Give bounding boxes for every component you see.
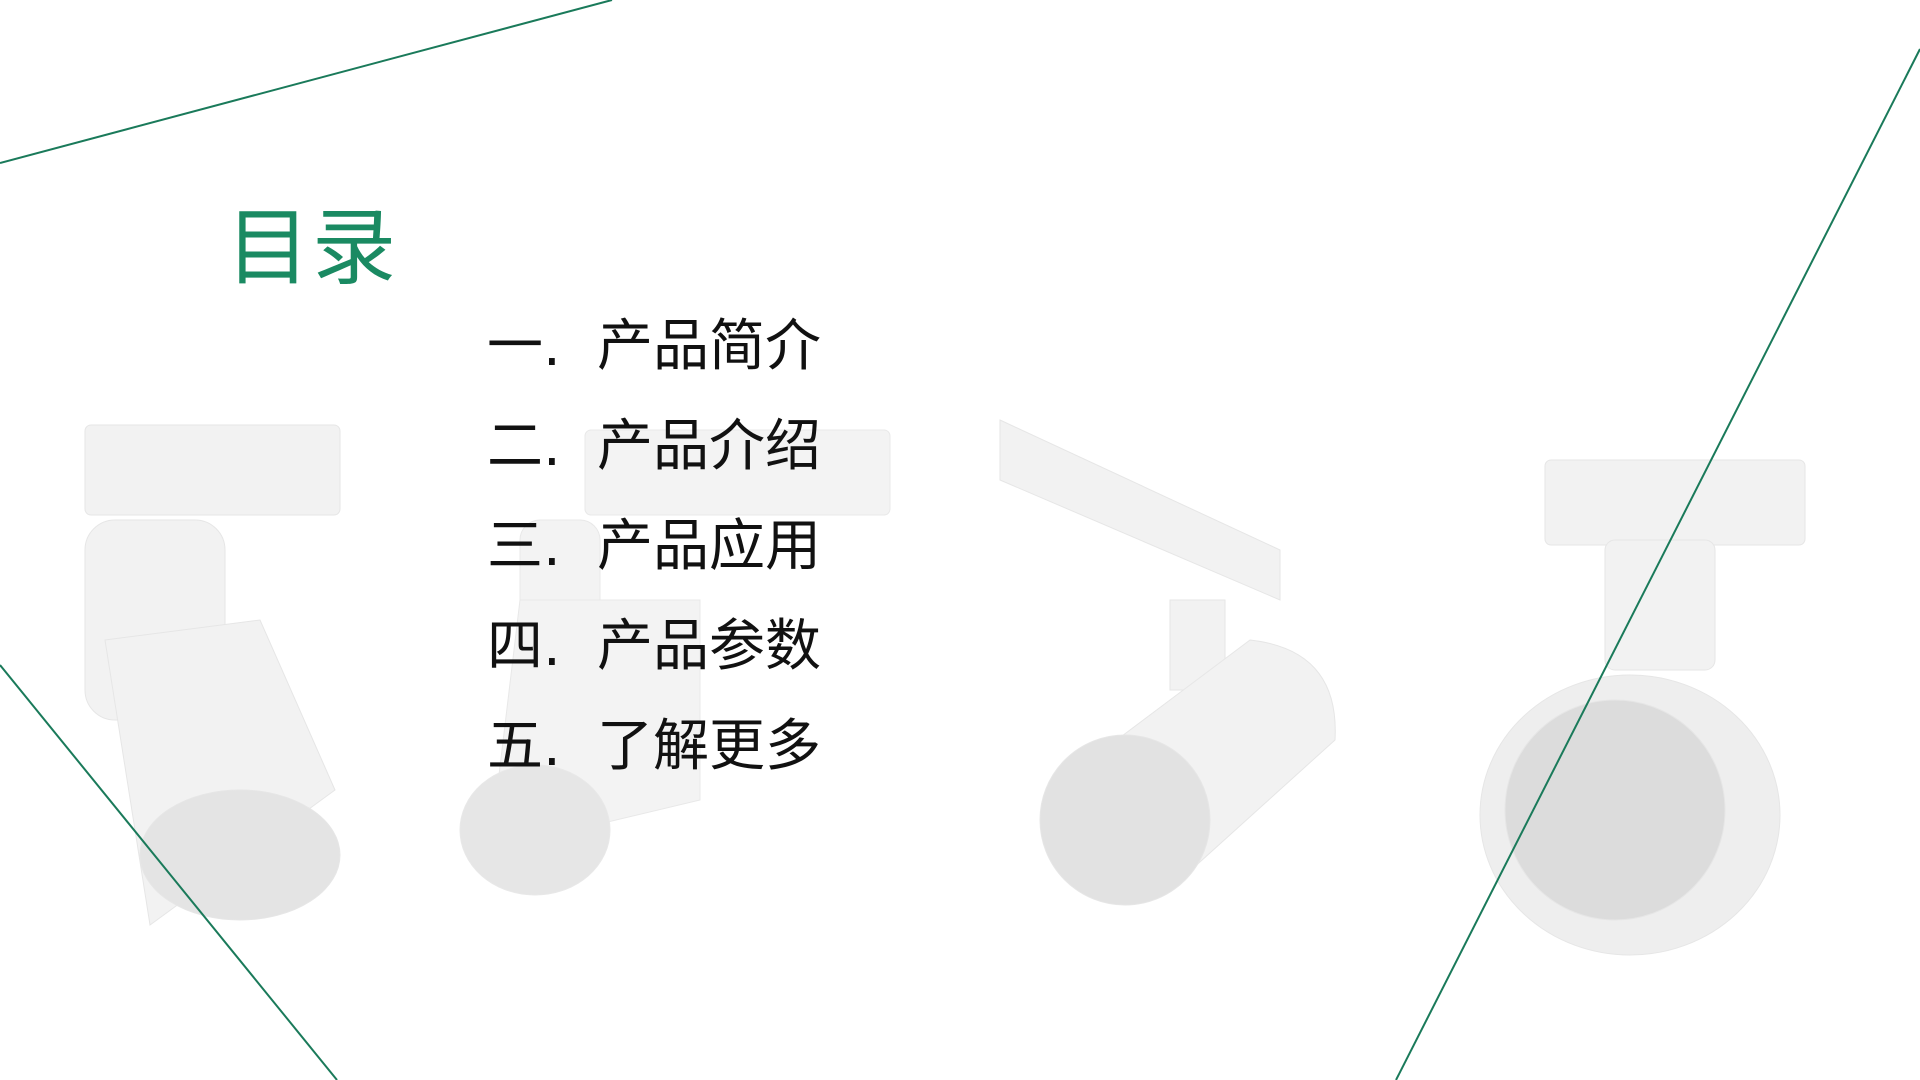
toc-item-label: 产品介绍	[597, 414, 821, 479]
table-of-contents: 一. 产品简介 二. 产品介绍 三. 产品应用 四. 产品参数 五. 了解更多	[487, 312, 821, 812]
toc-item-label: 了解更多	[597, 714, 821, 779]
toc-item-number: 五.	[487, 714, 561, 779]
track-light-3-image	[999, 419, 1336, 906]
decorative-line-top	[0, 0, 613, 164]
decorative-line-right	[1395, 48, 1920, 1080]
page-title: 目录	[226, 199, 399, 297]
toc-item-number: 一.	[487, 314, 561, 379]
track-light-4-image	[1479, 459, 1806, 956]
toc-item[interactable]: 二. 产品介绍	[487, 412, 821, 512]
toc-item[interactable]: 三. 产品应用	[487, 512, 821, 612]
toc-item-label: 产品参数	[597, 614, 821, 679]
toc-item-label: 产品应用	[597, 514, 821, 579]
toc-item[interactable]: 一. 产品简介	[487, 312, 821, 412]
track-light-2-image	[459, 429, 891, 896]
toc-item-number: 四.	[487, 614, 561, 679]
toc-item-label: 产品简介	[597, 314, 821, 379]
track-light-1-image	[84, 424, 341, 926]
decorative-line-left	[0, 664, 338, 1080]
toc-item-number: 二.	[487, 414, 561, 479]
toc-item-number: 三.	[487, 514, 561, 579]
toc-item[interactable]: 五. 了解更多	[487, 712, 821, 812]
toc-item[interactable]: 四. 产品参数	[487, 612, 821, 712]
